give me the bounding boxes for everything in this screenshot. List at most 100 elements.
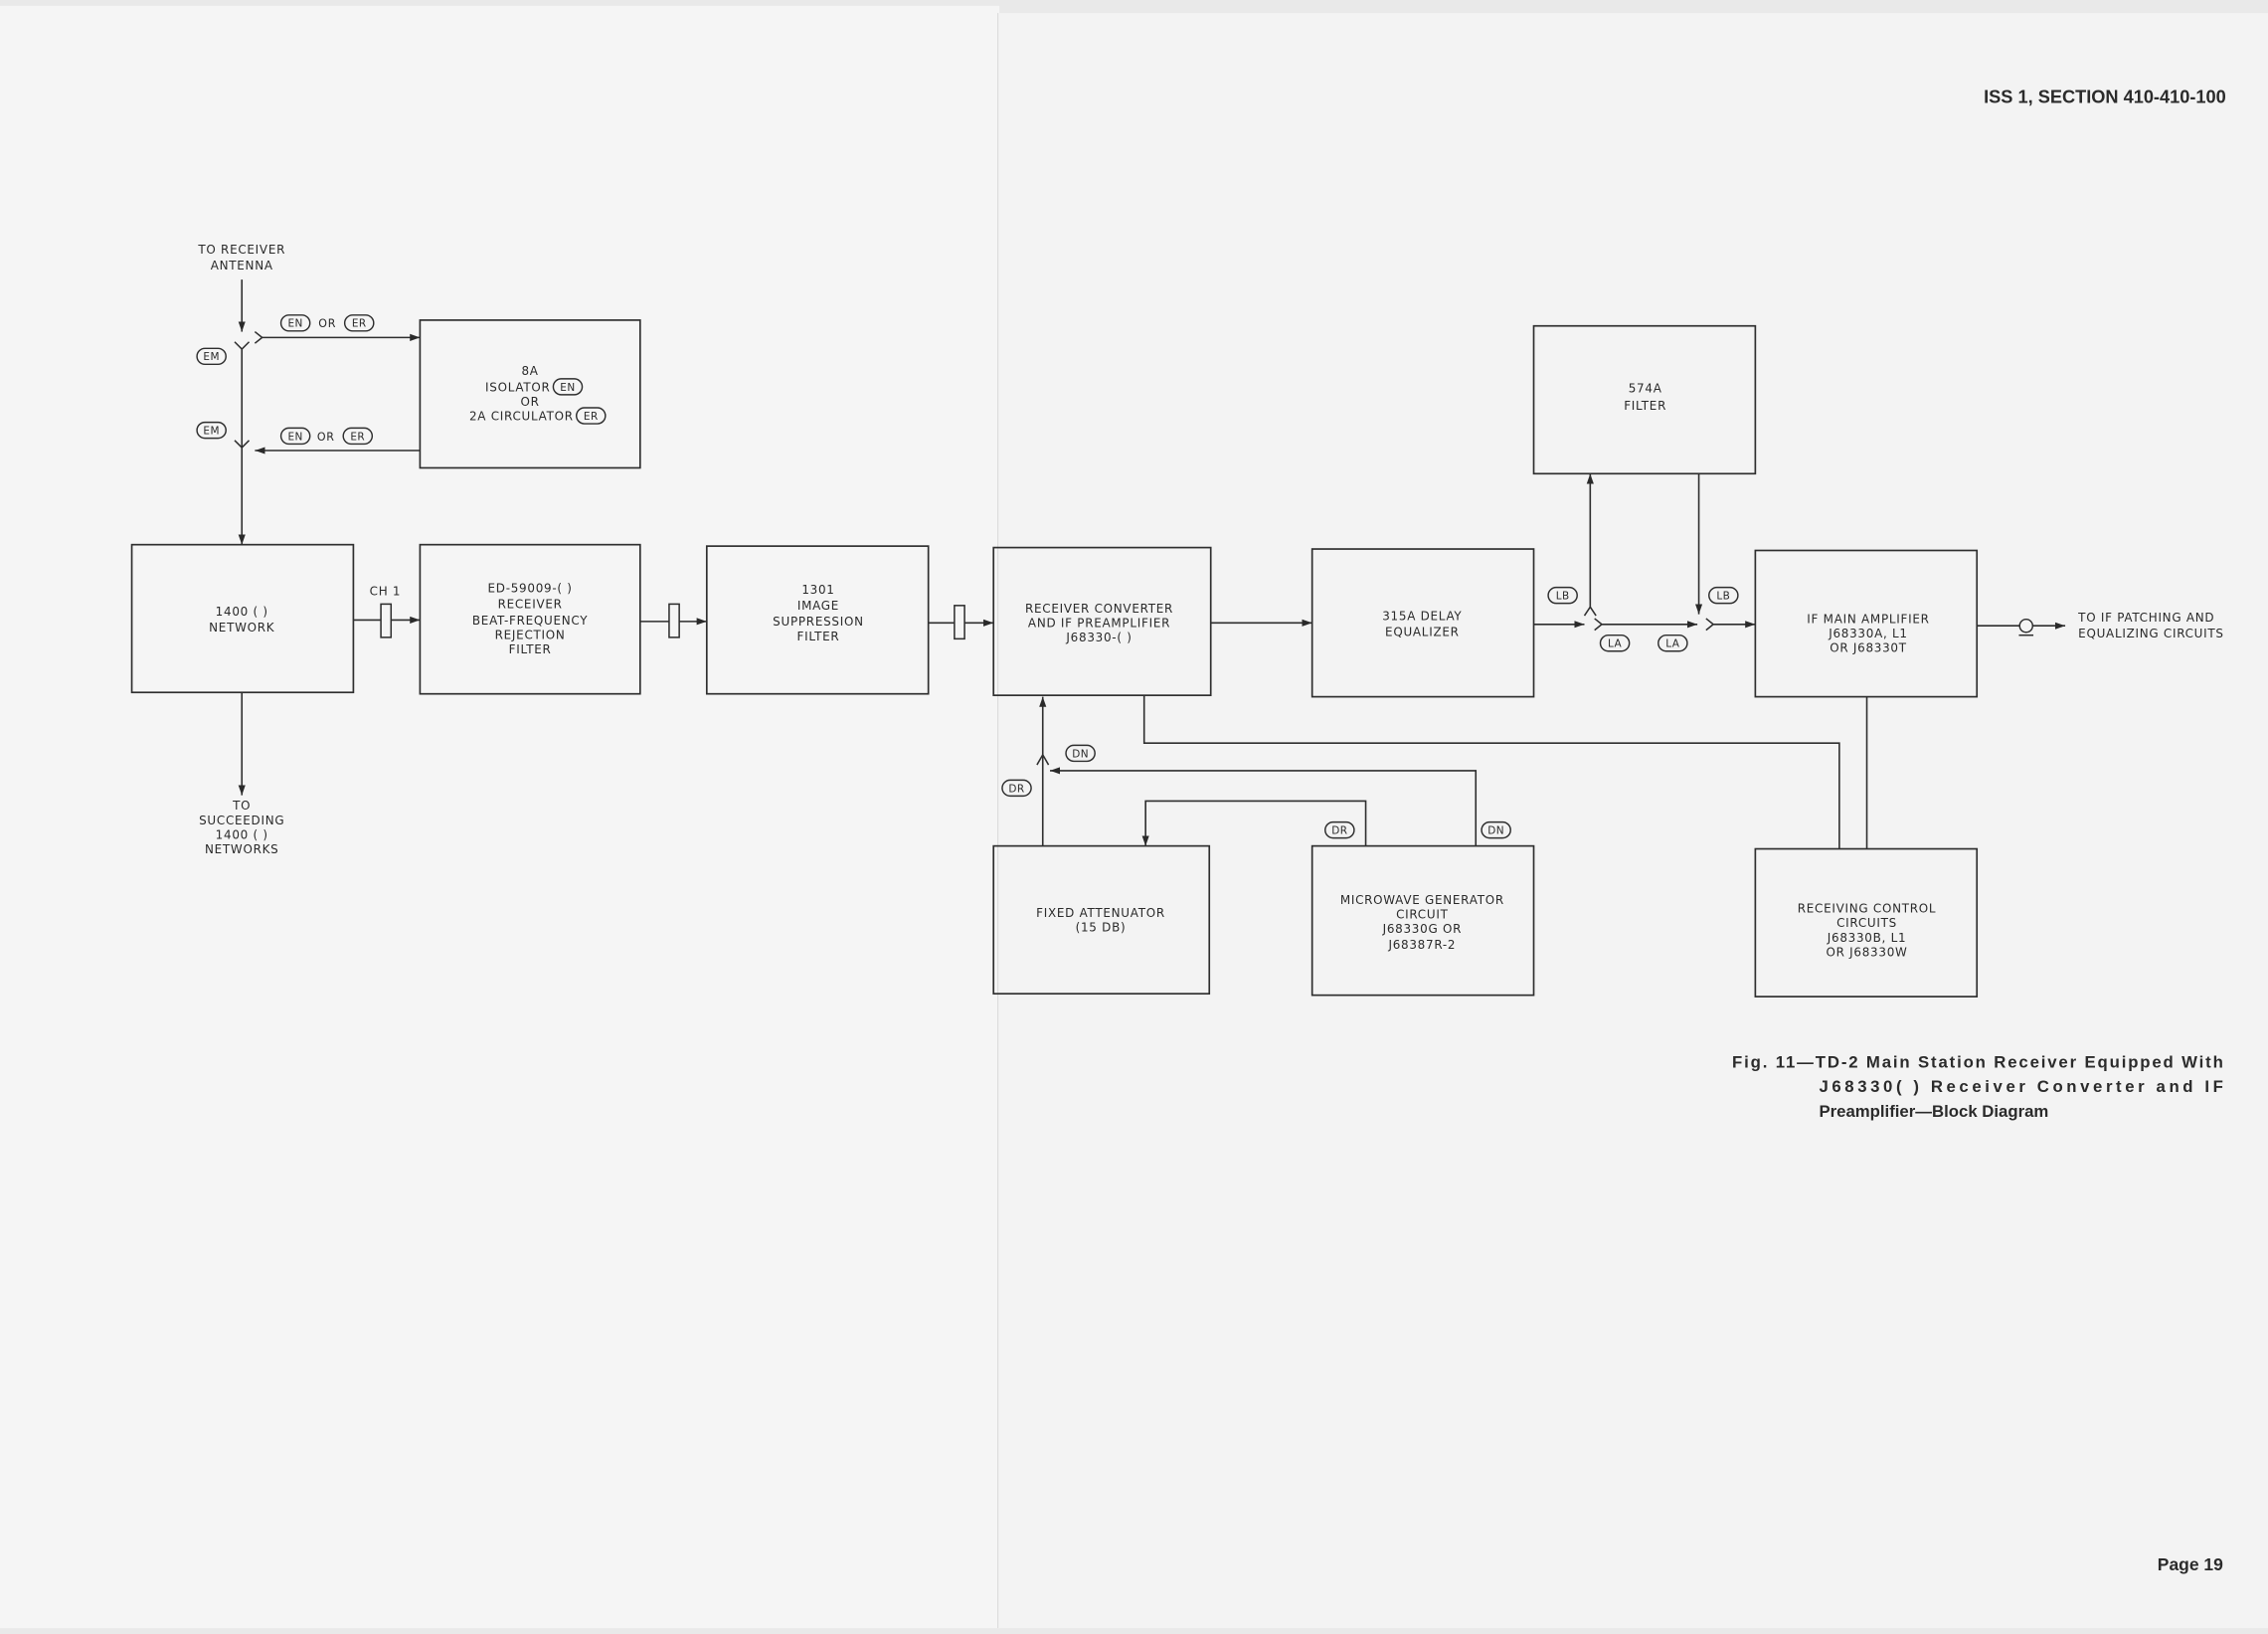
tag-oval bbox=[1547, 586, 1578, 605]
tag-dn: DN bbox=[1065, 744, 1096, 763]
block-label-line: EQUALIZER bbox=[1385, 625, 1460, 638]
block-image-suppression-filter: 1301 IMAGE SUPPRESSION FILTER bbox=[705, 545, 930, 695]
tag-label: ER bbox=[584, 411, 599, 423]
coaxial-connector-icon bbox=[2018, 618, 2034, 634]
tag-oval bbox=[279, 314, 311, 332]
block-beat-frequency-filter: ED-59009-( ) RECEIVER BEAT-FREQUENCY REJ… bbox=[419, 543, 641, 695]
block-if-main-amplifier: IF MAIN AMPLIFIER J68330A, L1 OR J68330T bbox=[1754, 549, 1979, 698]
left-page bbox=[0, 5, 1000, 1629]
succeeding-label-line: SUCCEEDING bbox=[199, 814, 284, 827]
tag-oval bbox=[1065, 744, 1096, 763]
tag-label: ER bbox=[350, 431, 365, 443]
block-label-line: 1301 bbox=[801, 583, 834, 597]
block-label-line: FIXED ATTENUATOR bbox=[1036, 906, 1165, 920]
channel-label: CH 1 bbox=[370, 585, 402, 599]
section-header: ISS 1, SECTION 410-410-100 bbox=[1984, 87, 2226, 106]
or-label: OR bbox=[317, 431, 335, 444]
block-outline bbox=[1754, 847, 1979, 998]
tag-label: EN bbox=[560, 382, 575, 394]
tag-label: DR bbox=[1331, 825, 1347, 837]
block-label-line: ISOLATOR bbox=[485, 380, 550, 394]
block-label-line: FILTER bbox=[797, 630, 840, 643]
block-label-line: OR J68330W bbox=[1826, 945, 1907, 959]
block-label-line: SUPPRESSION bbox=[773, 615, 864, 629]
tag-oval bbox=[575, 407, 607, 425]
block-label-line: REJECTION bbox=[495, 628, 566, 641]
caption-line-3: Preamplifier—Block Diagram bbox=[1819, 1102, 2048, 1121]
if-output-label-line: TO IF PATCHING AND bbox=[2077, 611, 2214, 625]
block-label-line: OR J68330T bbox=[1830, 640, 1907, 654]
block-label-line: 315A DELAY bbox=[1382, 609, 1462, 623]
block-label-line: BEAT-FREQUENCY bbox=[472, 614, 588, 628]
tag-label: LA bbox=[1665, 638, 1680, 650]
block-outline bbox=[419, 319, 641, 469]
tag-oval bbox=[343, 314, 375, 332]
tag-label: EM bbox=[203, 351, 220, 363]
waveguide-iris-symbol bbox=[380, 603, 393, 638]
block-574a-filter: 574A FILTER bbox=[1532, 324, 1757, 475]
tag-oval bbox=[1657, 634, 1688, 652]
tag-la: LA bbox=[1599, 634, 1631, 652]
branch-symbol bbox=[254, 330, 263, 344]
tag-label: DN bbox=[1072, 748, 1089, 760]
tag-dr: DR bbox=[1001, 779, 1032, 798]
tag-oval bbox=[1708, 586, 1739, 605]
converter-to-control-line bbox=[1142, 695, 1840, 849]
tag-en: EN bbox=[279, 427, 311, 446]
block-label-line: RECEIVING CONTROL bbox=[1798, 902, 1937, 916]
block-outline bbox=[1310, 844, 1535, 997]
block-delay-equalizer: 315A DELAY EQUALIZER bbox=[1310, 548, 1535, 698]
block-label-line: J68387R-2 bbox=[1387, 938, 1456, 952]
block-label-line: J68330A, L1 bbox=[1828, 627, 1908, 640]
generator-direct-path-arrow bbox=[1050, 767, 1478, 846]
tag-label: LB bbox=[1716, 591, 1730, 603]
tag-oval bbox=[1599, 634, 1631, 652]
generator-to-attenuator-arrow bbox=[1141, 800, 1367, 846]
block-label-line: 2A CIRCULATOR bbox=[469, 409, 574, 423]
waveguide-iris-symbol bbox=[954, 605, 965, 640]
caption-line-1: Fig. 11—TD-2 Main Station Receiver Equip… bbox=[1732, 1052, 2223, 1071]
tag-label: LB bbox=[1556, 591, 1570, 603]
block-label-line: MICROWAVE GENERATOR bbox=[1340, 893, 1504, 907]
block-label-line: OR bbox=[521, 395, 540, 409]
block-label-line: IF MAIN AMPLIFIER bbox=[1807, 612, 1929, 626]
block-label-line: RECEIVER CONVERTER bbox=[1025, 602, 1173, 616]
block-label-line: J68330-( ) bbox=[1065, 631, 1132, 644]
antenna-label-line: ANTENNA bbox=[211, 259, 273, 272]
tag-oval bbox=[1324, 820, 1355, 839]
tag-em: EM bbox=[196, 421, 227, 440]
block-fixed-attenuator: FIXED ATTENUATOR (15 DB) bbox=[992, 844, 1211, 996]
block-microwave-generator: MICROWAVE GENERATOR CIRCUIT J68330G OR J… bbox=[1310, 844, 1535, 997]
succeeding-networks-label: TO SUCCEEDING 1400 ( ) NETWORKS bbox=[199, 799, 284, 856]
tag-oval bbox=[279, 427, 311, 446]
block-label-line: IMAGE bbox=[797, 599, 839, 613]
tag-label: DN bbox=[1487, 825, 1504, 837]
tag-en: EN bbox=[279, 314, 311, 332]
if-output-label-line: EQUALIZING CIRCUITS bbox=[2078, 627, 2224, 640]
tag-label: EN bbox=[287, 318, 302, 330]
block-label-line: J68330B, L1 bbox=[1827, 931, 1907, 945]
antenna-label-line: TO RECEIVER bbox=[197, 243, 285, 257]
page-number: Page 19 bbox=[2158, 1554, 2223, 1574]
block-label-line: 8A bbox=[521, 364, 538, 378]
tag-oval bbox=[552, 378, 584, 396]
tag-oval bbox=[1481, 820, 1511, 839]
tag-label: LA bbox=[1608, 638, 1623, 650]
tag-lb: LB bbox=[1547, 586, 1578, 605]
block-label-line: CIRCUIT bbox=[1396, 907, 1449, 921]
tag-lb: LB bbox=[1708, 586, 1739, 605]
right-page bbox=[997, 13, 2268, 1629]
tag-oval bbox=[196, 347, 227, 366]
caption-line-2: J68330( ) Receiver Converter and IF bbox=[1819, 1077, 2222, 1096]
succeeding-label-line: TO bbox=[232, 799, 251, 813]
block-receiver-converter: RECEIVER CONVERTER AND IF PREAMPLIFIER J… bbox=[992, 546, 1212, 696]
block-outline bbox=[419, 543, 641, 695]
block-outline bbox=[1310, 548, 1535, 698]
tag-dn: DN bbox=[1481, 820, 1511, 839]
tag-oval bbox=[342, 427, 374, 446]
tag-oval bbox=[1001, 779, 1032, 798]
block-label-line: CIRCUITS bbox=[1836, 916, 1897, 930]
block-label-line: FILTER bbox=[509, 642, 552, 656]
